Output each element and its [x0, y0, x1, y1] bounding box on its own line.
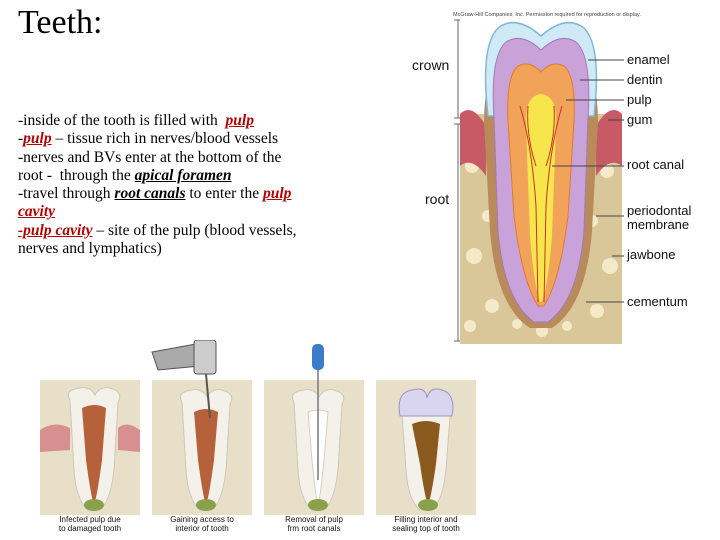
step-pulp-removal	[264, 344, 364, 515]
body-text-run: root - through the	[18, 167, 135, 184]
caption-step-2: Gaining access to interior of tooth	[152, 515, 252, 533]
emphasis-term: root canals	[114, 185, 185, 202]
caption-step-1: Infected pulp due to damaged tooth	[40, 515, 140, 533]
emphasis-term: apical foramen	[135, 167, 232, 184]
label-jawbone: jawbone	[627, 248, 675, 262]
emphasis-term: cavity	[18, 203, 55, 220]
body-text-run: -nerves and BVs enter at the bottom of t…	[18, 149, 281, 166]
emphasis-term: pulp	[23, 130, 51, 147]
label-dentin: dentin	[627, 73, 662, 87]
body-line: -nerves and BVs enter at the bottom of t…	[18, 149, 348, 167]
label-enamel: enamel	[627, 53, 670, 67]
body-text-run: -travel through	[18, 185, 114, 202]
body-line: -pulp cavity – site of the pulp (blood v…	[18, 222, 348, 240]
body-text-run: nerves and lymphatics)	[18, 240, 162, 257]
body-text-run: – site of the pulp (blood vessels,	[92, 222, 296, 239]
caption-step-3: Removal of pulp frm root canals	[264, 515, 364, 533]
body-line: -inside of the tooth is filled with pulp	[18, 112, 348, 130]
body-text-run: – tissue rich in nerves/blood vessels	[52, 130, 278, 147]
slide-body-text: -inside of the tooth is filled with pulp…	[18, 112, 348, 258]
slide-title: Teeth:	[18, 4, 102, 42]
crown-root-brackets	[454, 20, 460, 341]
body-line: -pulp – tissue rich in nerves/blood vess…	[18, 130, 348, 148]
body-line: nerves and lymphatics)	[18, 240, 348, 258]
step-drilling	[152, 340, 252, 515]
caption-step-4: Filling interior and sealing top of toot…	[376, 515, 476, 533]
emphasis-term: pulp	[263, 185, 291, 202]
emphasis-term: -pulp cavity	[18, 222, 92, 239]
label-root-canal: root canal	[627, 158, 684, 172]
body-line: cavity	[18, 203, 348, 221]
label-crown: crown	[412, 58, 449, 72]
root-canal-procedure-illustration	[40, 340, 480, 520]
label-periodontal-membrane: periodontal membrane	[627, 204, 691, 232]
body-line: -travel through root canals to enter the…	[18, 185, 348, 203]
label-root: root	[425, 192, 449, 206]
body-text-run: to enter the	[185, 185, 262, 202]
label-pulp: pulp	[627, 93, 652, 107]
body-line: root - through the apical foramen	[18, 167, 348, 185]
step-filling-sealing	[376, 380, 476, 515]
body-text-run: -inside of the tooth is filled with	[18, 112, 226, 129]
emphasis-term: pulp	[226, 112, 254, 129]
step-infected-tooth	[40, 380, 140, 515]
label-cementum: cementum	[627, 295, 688, 309]
label-gum: gum	[627, 113, 652, 127]
